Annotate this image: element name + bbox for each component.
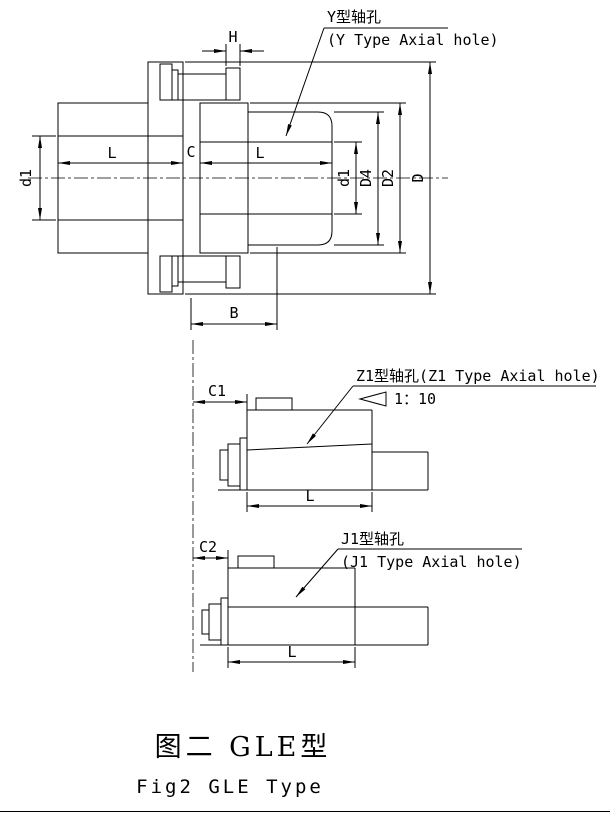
- y-type-label-en: (Y Type Axial hole): [327, 31, 499, 49]
- z1-type-leader-line: [306, 385, 354, 445]
- taper-symbol: [358, 391, 387, 407]
- dim-label-H: H: [228, 28, 237, 46]
- dim-H: H: [202, 28, 264, 66]
- dim-label-L-z1: L: [305, 487, 314, 505]
- dim-D: D: [185, 61, 436, 295]
- j1-type-leader-line: [295, 548, 339, 598]
- dim-label-d1-left: d1: [17, 169, 35, 187]
- dim-label-d1-right: d1: [335, 169, 353, 187]
- dim-label-D: D: [409, 173, 427, 182]
- coupling-body-outline: [57, 61, 333, 295]
- dim-label-C1: C1: [208, 382, 226, 400]
- dim-D2: D2: [250, 102, 406, 254]
- j1-type-label-en: (J1 Type Axial hole): [341, 553, 522, 571]
- dim-L-right: L: [200, 144, 332, 165]
- figure-caption-cn: 图二 GLE型: [155, 732, 332, 763]
- dim-L-left: L: [58, 144, 183, 165]
- dim-label-C: C: [186, 143, 195, 161]
- z1-type-label: Z1型轴孔(Z1 Type Axial hole): [356, 367, 600, 385]
- j1-type-label-cn: J1型轴孔: [341, 530, 404, 548]
- dim-d1-left: d1: [17, 135, 56, 221]
- dim-label-L-right: L: [255, 144, 264, 162]
- dim-label-L-j1: L: [287, 643, 296, 661]
- dim-L-z1: L: [246, 487, 373, 512]
- pin-assembly-bottom: [159, 255, 241, 293]
- pin-assembly-top: [159, 63, 241, 101]
- dim-label-C2: C2: [199, 538, 217, 556]
- dim-label-L-left: L: [107, 144, 116, 162]
- dim-L-j1: L: [227, 643, 356, 668]
- z1-view: C1 L Z1型轴孔(Z1 Type Axial hole) 1：10: [193, 367, 600, 512]
- dim-label-D2: D2: [379, 169, 397, 187]
- label-z1-type: Z1型轴孔(Z1 Type Axial hole) 1：10: [306, 367, 600, 445]
- label-y-type: Y型轴孔 (Y Type Axial hole): [285, 8, 499, 137]
- dim-d1-right: d1: [334, 141, 362, 215]
- z1-hub-outline: [218, 397, 429, 491]
- dim-D4: D4: [334, 111, 384, 246]
- main-view-y-type: H L C L d1: [17, 8, 499, 330]
- dim-label-D4: D4: [357, 169, 375, 187]
- j1-hub-outline: [200, 555, 429, 646]
- j1-view: C2 L J1型轴孔 (J1 Type Axial hole): [193, 530, 522, 668]
- dim-C2: C2: [193, 538, 229, 568]
- label-j1-type: J1型轴孔 (J1 Type Axial hole): [295, 530, 522, 598]
- taper-ratio-label: 1：10: [394, 390, 436, 408]
- y-type-leader-line: [285, 27, 325, 137]
- dim-label-B: B: [229, 304, 238, 322]
- dim-B: B: [190, 247, 278, 330]
- figure-caption: 图二 GLE型 Fig2 GLE Type: [136, 732, 332, 798]
- dim-C: C: [186, 143, 195, 161]
- y-type-label-cn: Y型轴孔: [327, 8, 381, 26]
- dim-C1: C1: [193, 382, 248, 410]
- figure-caption-en: Fig2 GLE Type: [136, 776, 324, 798]
